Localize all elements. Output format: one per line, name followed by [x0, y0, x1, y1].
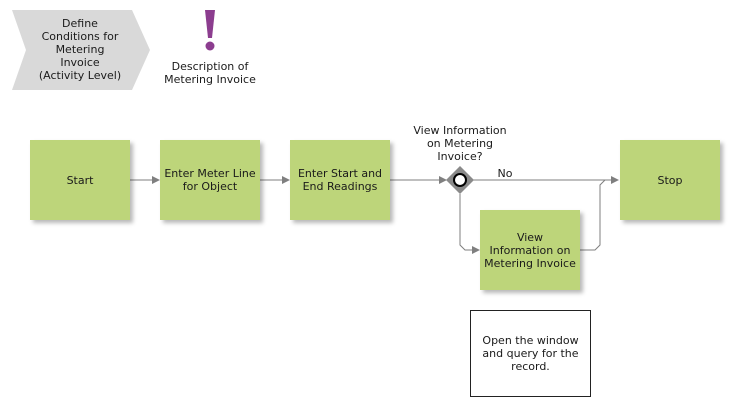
- edge-label-no: No: [497, 167, 513, 180]
- description-label: Description of Metering Invoice: [164, 60, 256, 86]
- start-event[interactable]: Start: [30, 140, 130, 220]
- activity-enter-meter-line[interactable]: Enter Meter Line for Object: [160, 140, 260, 220]
- annotation-note: Open the window and query for the record…: [470, 310, 591, 397]
- stop-event[interactable]: Stop: [620, 140, 720, 220]
- activity-view-information[interactable]: View Information on Metering Invoice: [480, 210, 580, 290]
- decision-question-label: View Information on Metering Invoice?: [413, 124, 507, 163]
- trigger-event-shape: [12, 10, 150, 90]
- decision-gateway: [446, 166, 474, 194]
- exclamation-icon: [205, 10, 215, 51]
- activity-enter-readings[interactable]: Enter Start and End Readings: [290, 140, 390, 220]
- edge-view-to-stop: [580, 179, 606, 251]
- trigger-event-label: Define Conditions for Metering Invoice (…: [38, 17, 122, 82]
- edge-gateway-yes-to-view: [459, 194, 480, 254]
